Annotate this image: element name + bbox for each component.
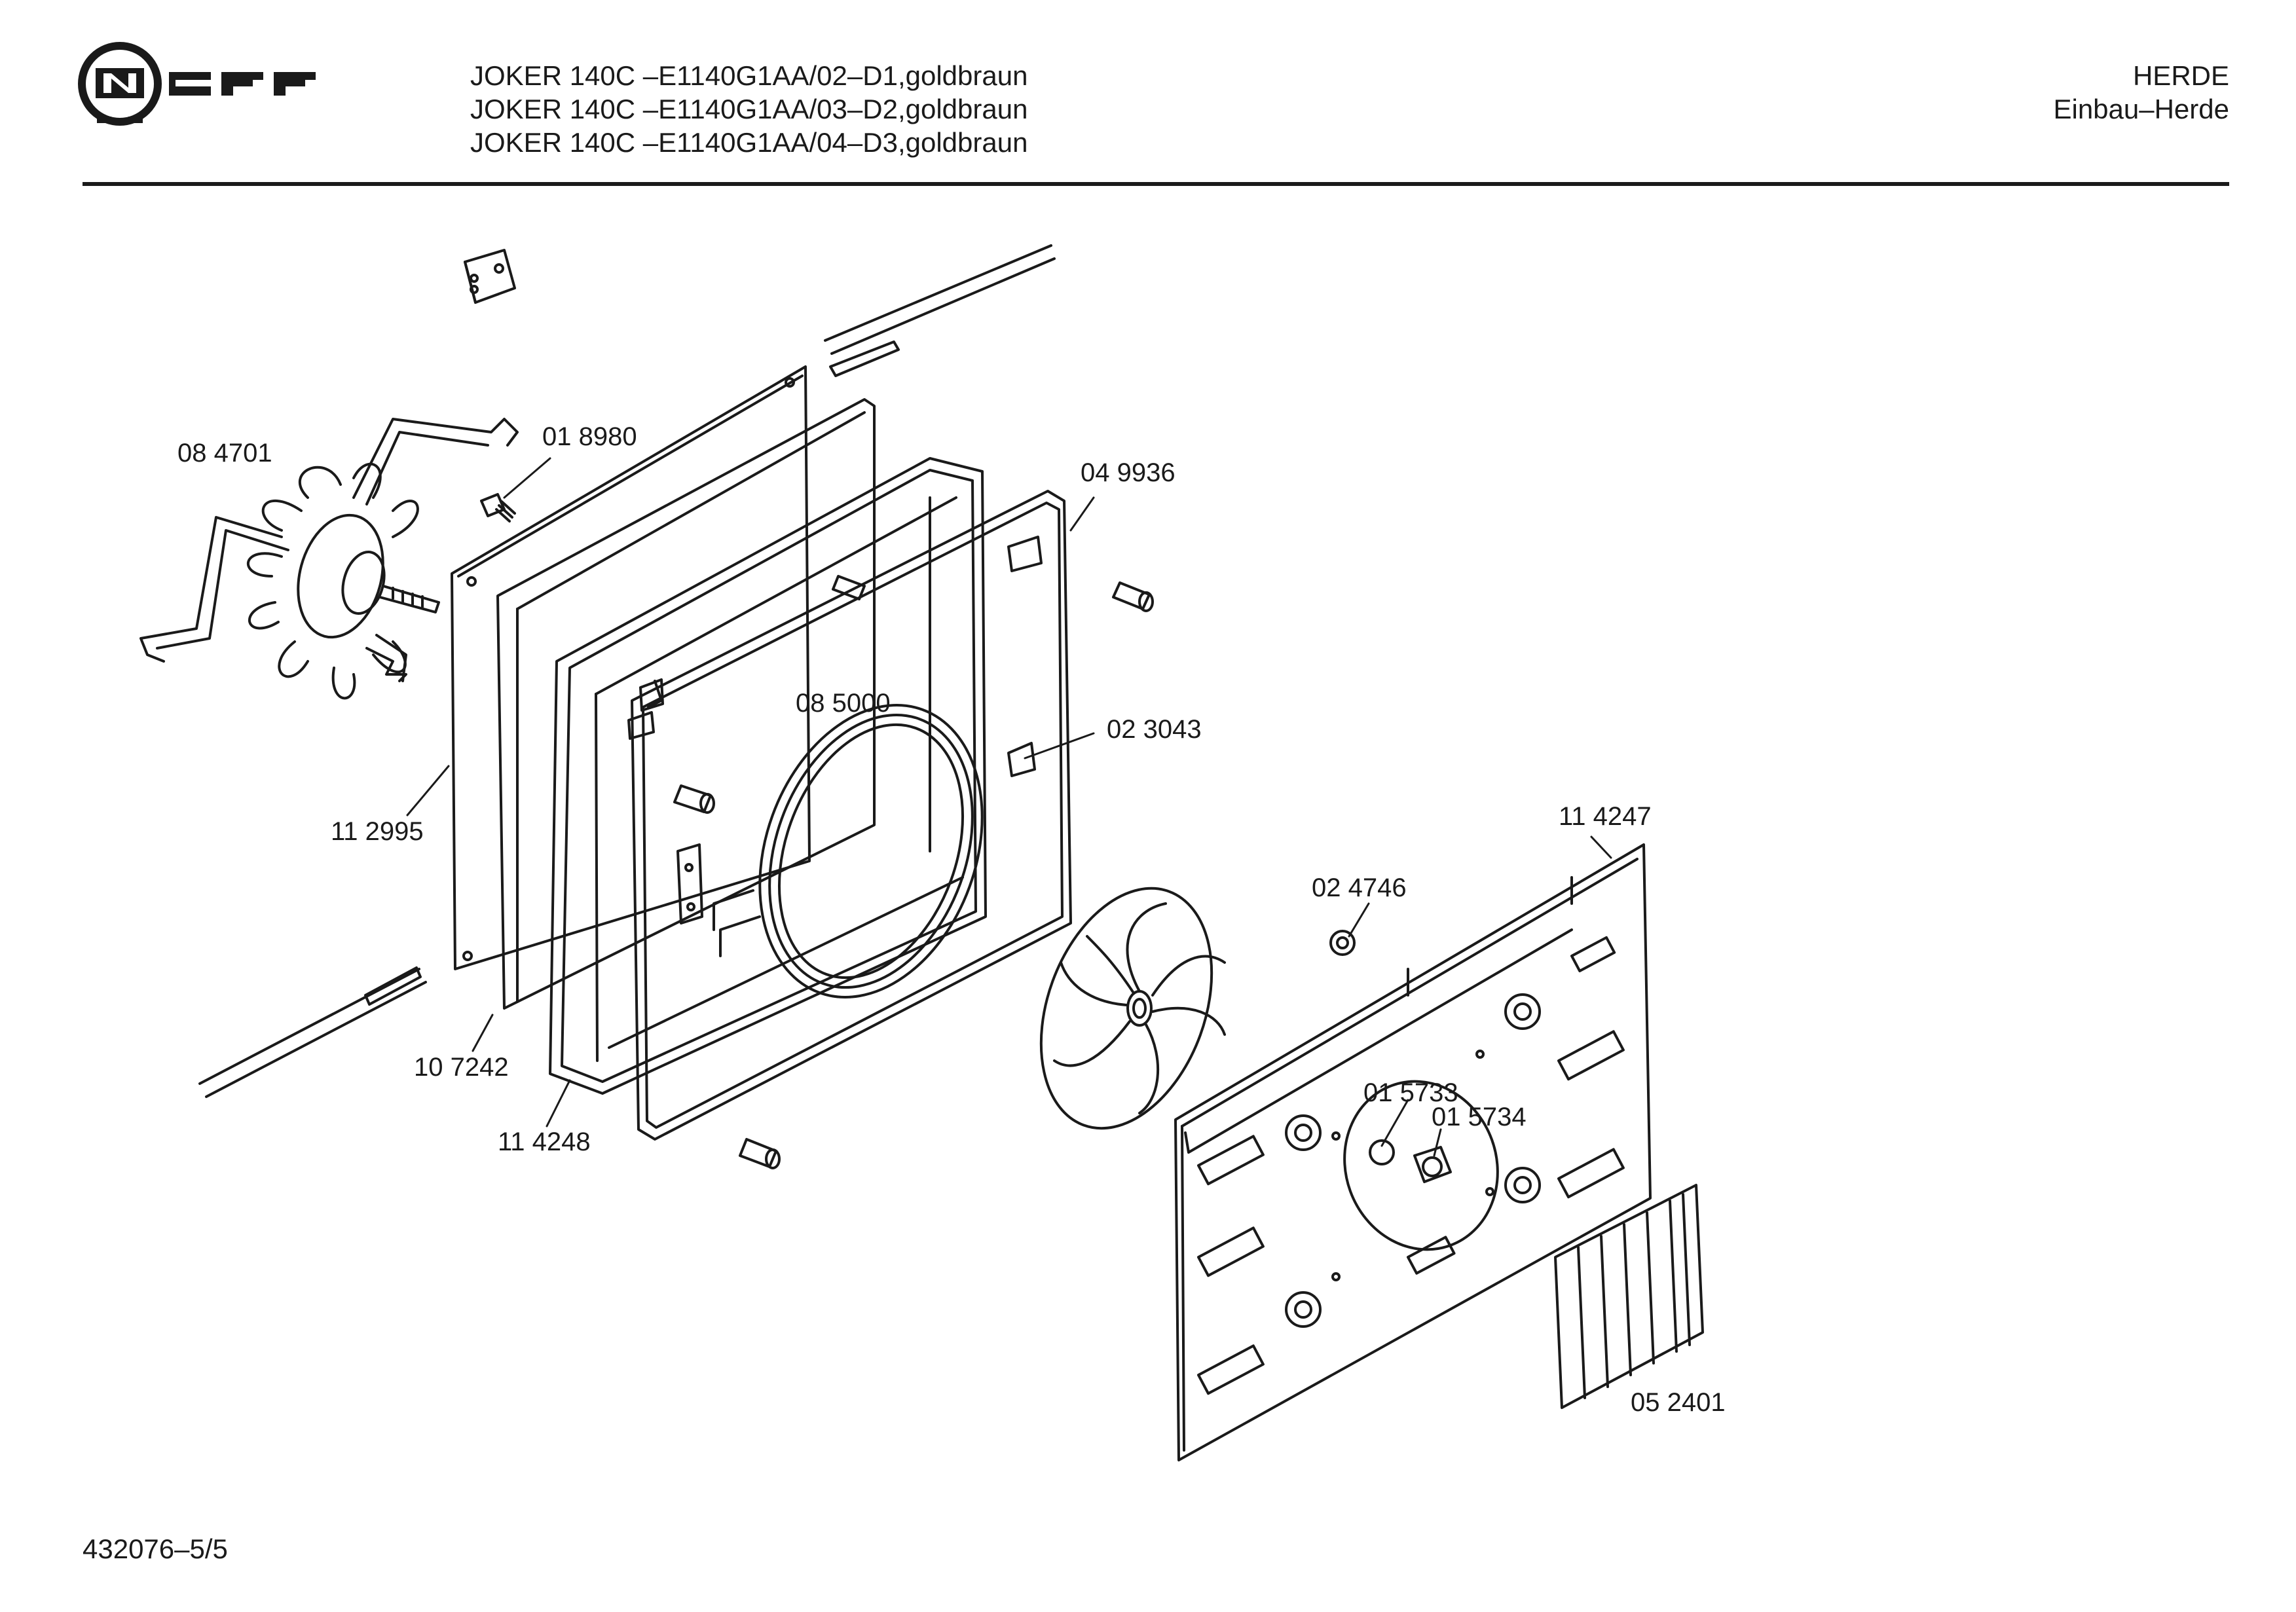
part-label-114248: 11 4248 — [498, 1127, 591, 1156]
rear-panel — [1174, 843, 1652, 1461]
part-label-114247: 11 4247 — [1559, 802, 1652, 831]
nut — [1329, 930, 1356, 956]
part-label-018980: 01 8980 — [542, 422, 637, 451]
neff-logo — [78, 42, 316, 126]
insulation-block — [496, 398, 876, 1010]
model-list: JOKER 140C –E1140G1AA/02–D1,goldbraun JO… — [470, 59, 1028, 159]
category-title: HERDE — [2132, 60, 2229, 91]
heating-element — [676, 704, 984, 998]
part-label-085000: 08 5000 — [796, 689, 891, 718]
lower-rail — [198, 966, 427, 1098]
subcategory-title: Einbau–Herde — [2053, 94, 2229, 124]
back-plate — [451, 365, 811, 970]
part-label-107242: 10 7242 — [414, 1053, 509, 1082]
header-rule — [83, 182, 2229, 186]
pins — [673, 575, 1154, 1169]
part-label-049936: 04 9936 — [1081, 458, 1176, 487]
grille — [1554, 1184, 1704, 1409]
part-label-024746: 02 4746 — [1312, 873, 1407, 902]
small-brackets — [627, 536, 1043, 777]
model-line-1: JOKER 140C –E1140G1AA/02–D1,goldbraun — [470, 60, 1028, 91]
oven-frame — [549, 457, 987, 1095]
model-line-2: JOKER 140C –E1140G1AA/03–D2,goldbraun — [470, 94, 1028, 124]
upper-rail — [824, 244, 1056, 377]
part-label-015733: 01 5733 — [1363, 1078, 1458, 1107]
screw — [480, 493, 516, 522]
part-label-015734: 01 5734 — [1432, 1103, 1527, 1131]
model-line-3: JOKER 140C –E1140G1AA/04–D3,goldbraun — [470, 127, 1028, 158]
part-label-023043: 02 3043 — [1107, 715, 1202, 744]
gasket — [631, 490, 1072, 1141]
clip-block — [464, 249, 516, 304]
document-number: 432076–5/5 — [83, 1533, 228, 1564]
part-label-052401: 05 2401 — [1631, 1388, 1726, 1417]
fan-impeller — [1039, 887, 1226, 1130]
part-label-112995: 11 2995 — [331, 817, 424, 846]
category-block: HERDE Einbau–Herde — [2053, 59, 2229, 126]
leader-lines — [406, 457, 1612, 1157]
part-label-084701: 08 4701 — [177, 439, 272, 467]
fan-motor — [139, 418, 519, 700]
